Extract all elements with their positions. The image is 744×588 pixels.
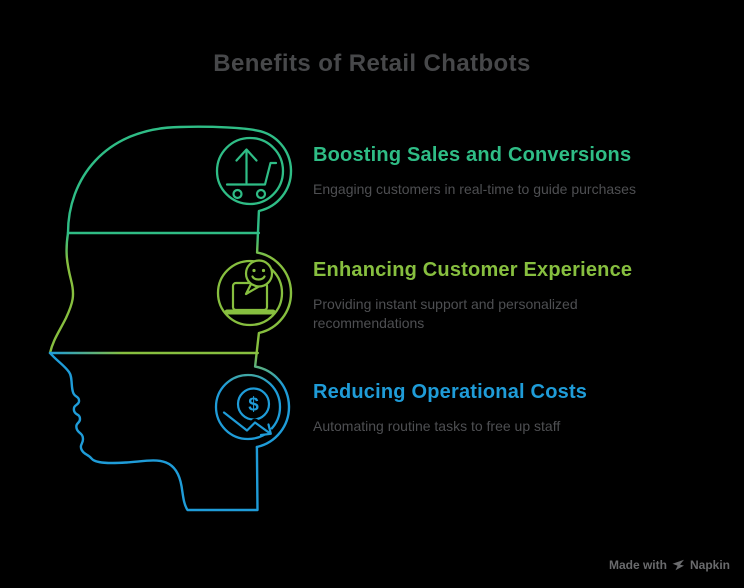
laptop-chat-smiley-icon xyxy=(224,259,276,315)
section-customer-experience: Enhancing Customer Experience Providing … xyxy=(313,258,743,333)
made-with-napkin-link[interactable]: Made with Napkin xyxy=(609,558,730,572)
cart-up-arrow-icon xyxy=(225,148,278,200)
section-description-3: Automating routine tasks to free up staf… xyxy=(313,418,561,434)
dollar-symbol: $ xyxy=(248,395,259,416)
section-description-2: Providing instant support and personaliz… xyxy=(313,296,578,331)
section-operational-costs: Reducing Operational Costs Automating ro… xyxy=(313,380,743,436)
section-heading-3: Reducing Operational Costs xyxy=(313,381,588,403)
made-with-label: Made with xyxy=(608,558,667,572)
napkin-logo-icon xyxy=(672,559,685,571)
section-heading-2: Enhancing Customer Experience xyxy=(313,259,633,281)
dollar-decrease-icon: $ xyxy=(220,387,274,437)
section-description-1: Engaging customers in real-time to guide… xyxy=(313,181,636,197)
icon-circle-1 xyxy=(215,136,285,206)
forehead-outline xyxy=(48,231,75,355)
page-title: Benefits of Retail Chatbots xyxy=(213,50,531,77)
head-dome-outline xyxy=(66,125,293,449)
section-heading-1: Boosting Sales and Conversions xyxy=(313,144,632,166)
face-neck-outline xyxy=(48,351,259,512)
icon-circle-3 xyxy=(214,373,282,441)
napkin-brand-label: Napkin xyxy=(689,558,730,572)
icon-circle-2 xyxy=(216,259,284,327)
section-boosting-sales: Boosting Sales and Conversions Engaging … xyxy=(313,143,743,199)
